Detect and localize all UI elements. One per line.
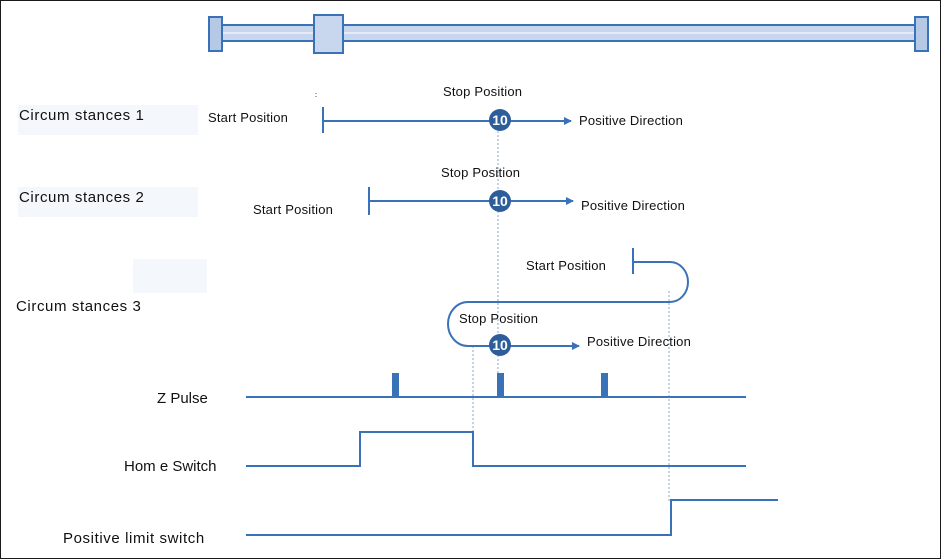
stop-label: Stop Position <box>441 165 520 180</box>
direction-label: Positive Direction <box>579 113 683 128</box>
row-label-bg <box>133 259 207 293</box>
stop-marker-icon <box>489 334 511 356</box>
stop-marker-number: 10 <box>492 112 508 128</box>
stop-label: Stop Position <box>443 84 522 99</box>
z-pulse <box>392 373 399 397</box>
row-label: Circum stances 2 <box>19 189 144 206</box>
start-label: Start Position <box>526 258 606 273</box>
stop-marker-number: 10 <box>492 337 508 353</box>
z-pulse <box>601 373 608 397</box>
row-label-bg <box>18 105 198 135</box>
signal-label: Hom e Switch <box>124 458 217 475</box>
signal-label: Positive limit switch <box>63 530 205 547</box>
row-label: Circum stances 1 <box>19 107 144 124</box>
z-pulse <box>497 373 504 397</box>
stop-label: Stop Position <box>459 311 538 326</box>
circumstance-2: Circum stances 2 Start Position Stop Pos… <box>18 165 685 217</box>
circumstance-3: Circum stances 3 Start Position Stop Pos… <box>16 248 691 356</box>
start-label: Start Position <box>253 202 333 217</box>
rail-left-end <box>208 16 223 52</box>
circumstance-1: Circum stances 1 Start Position Stop Pos… <box>18 84 683 135</box>
rail-carriage <box>313 14 344 54</box>
z-pulse-signal: Z Pulse <box>157 373 746 407</box>
direction-label: Positive Direction <box>581 198 685 213</box>
axis-rail <box>208 14 929 54</box>
stop-marker-number: 10 <box>492 193 508 209</box>
motion-path-arrow <box>447 261 689 350</box>
row-label: Circum stances 3 <box>16 298 141 315</box>
stop-marker-icon <box>489 109 511 131</box>
signal-waveform <box>246 431 746 467</box>
rail-right-end <box>914 16 929 52</box>
positive-limit-signal: Positive limit switch <box>63 499 778 547</box>
home-switch-signal: Hom e Switch <box>124 431 746 475</box>
signal-label: Z Pulse <box>157 390 208 407</box>
direction-label: Positive Direction <box>587 334 691 349</box>
start-label: Start Position <box>208 110 288 125</box>
signal-waveform <box>246 499 778 536</box>
row-label-bg <box>18 187 198 217</box>
stop-marker-icon <box>489 190 511 212</box>
